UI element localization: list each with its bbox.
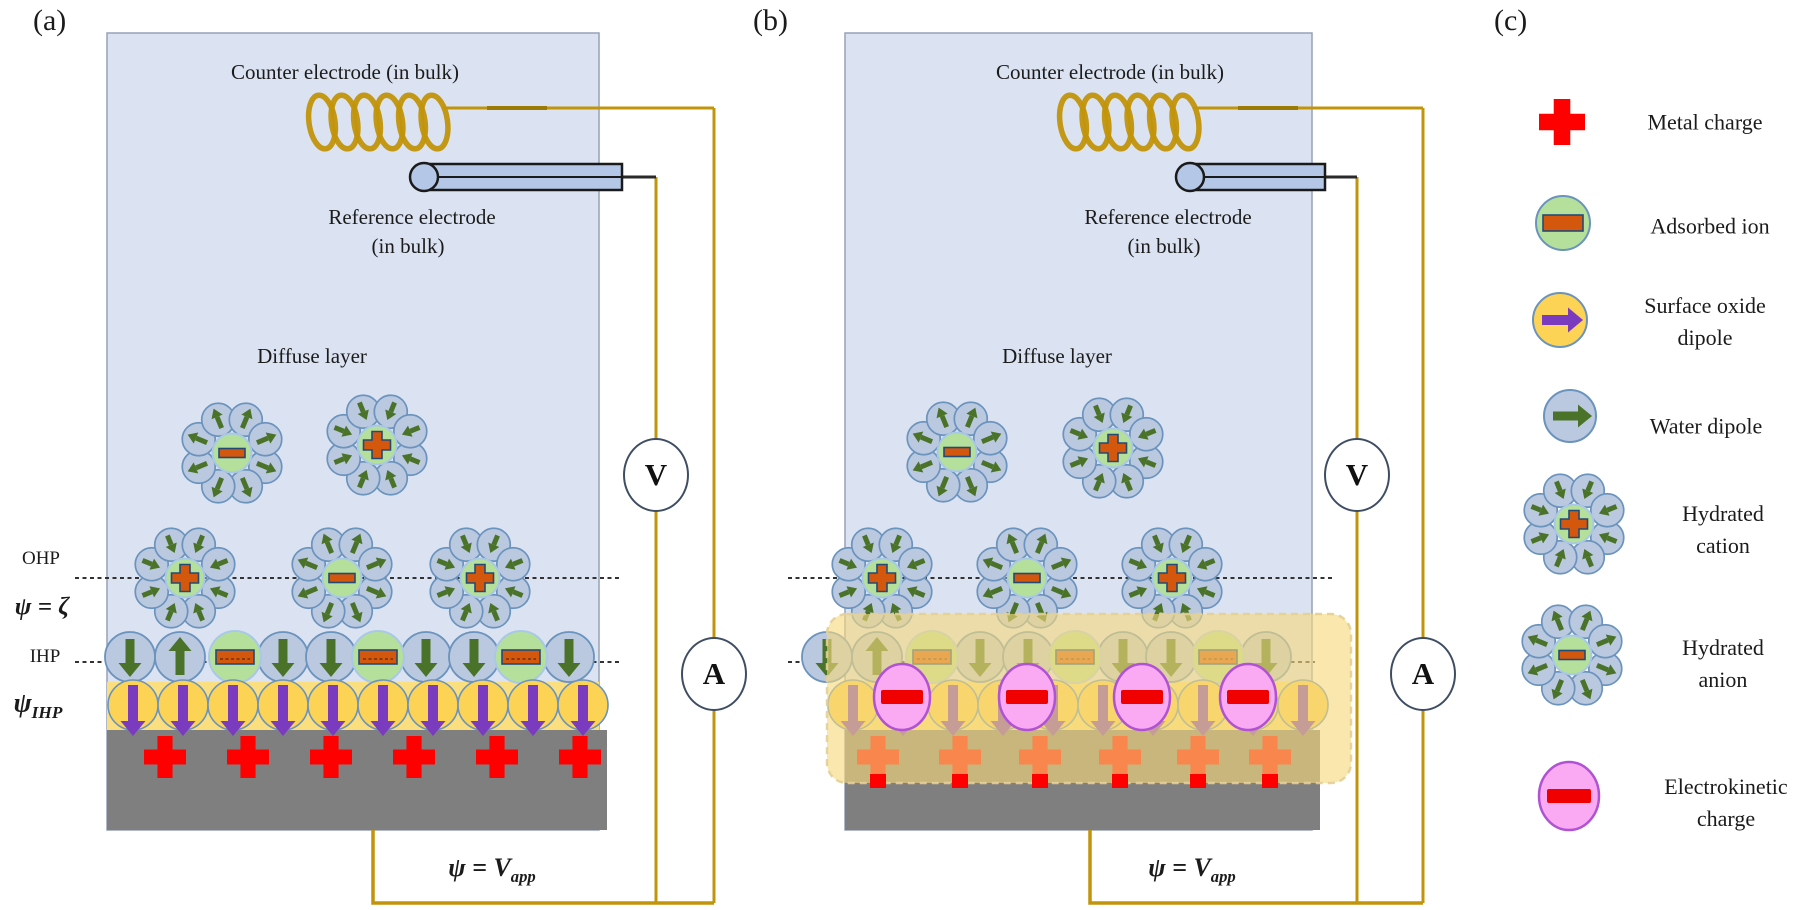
reference-electrode-label-b: Reference electrode (1084, 204, 1252, 229)
surface-oxide-dipole-molecule (507, 679, 559, 736)
psi-ihp-label: ψIHP (14, 687, 63, 724)
vapp-main: ψ = V (448, 853, 511, 883)
metal-electrode (107, 730, 607, 830)
counter-electrode-label-a: Counter electrode (in bulk) (230, 59, 460, 84)
ammeter-b: A (1390, 637, 1456, 711)
surface-oxide-dipole-molecule (557, 679, 609, 736)
ammeter-letter: A (702, 656, 726, 691)
water-dipole-molecule (154, 631, 206, 683)
water-dipole-molecule (543, 631, 595, 683)
hydrated-cation-icon (1121, 527, 1223, 629)
vapp-subscript: app (1210, 867, 1236, 887)
legend-electrokinetic-charge-icon (1537, 760, 1601, 832)
psi-subscript: IHP (31, 702, 63, 722)
legend-label-adsorbed-ion: Adsorbed ion (1650, 213, 1770, 239)
counter-electrode-coil (305, 92, 451, 152)
diffuse-layer-label-b: Diffuse layer (1002, 343, 1112, 368)
ammeter-a: A (681, 637, 747, 711)
water-dipole-molecule (448, 631, 500, 683)
slipping-plane-overlay (825, 612, 1353, 785)
psi-symbol: ψ (13, 687, 32, 718)
hydrated-anion-icon (976, 527, 1078, 629)
water-dipole-molecule (104, 631, 156, 683)
legend-label-surface-oxide-dipole: Surface oxide dipole (1644, 293, 1766, 350)
surface-oxide-dipole-molecule (357, 679, 409, 736)
panel-a-diagram (75, 32, 716, 905)
panel-c-label: (c) (1494, 4, 1528, 37)
hydrated-cation-icon (429, 527, 531, 629)
vapp-main: ψ = V (1148, 853, 1211, 883)
voltmeter-a: V (623, 438, 689, 512)
reference-electrode (408, 161, 656, 193)
counter-electrode-coil (1056, 92, 1202, 152)
hydrated-cation-icon (134, 527, 236, 629)
hydrated-cation-icon (1062, 397, 1164, 499)
hydrated-anion-icon (181, 402, 283, 504)
metal-charge-icon (227, 736, 269, 778)
legend-adsorbed-ion-icon (1535, 195, 1591, 251)
ihp-label: IHP (29, 646, 61, 668)
voltmeter-letter: V (644, 457, 668, 492)
hydrated-cation-icon (326, 394, 428, 496)
circuit-wires (371, 106, 716, 905)
water-dipole-molecule (305, 631, 357, 683)
water-dipole-molecule (257, 631, 309, 683)
surface-oxide-dipole-molecule (307, 679, 359, 736)
reference-electrode (1174, 161, 1357, 193)
legend-label-metal-charge: Metal charge (1647, 109, 1763, 135)
legend-water-dipole-icon (1543, 389, 1597, 443)
surface-oxide-dipole-molecule (257, 679, 309, 736)
surface-oxide-dipole-molecule (407, 679, 459, 736)
adsorbed-ion-icon (351, 630, 405, 684)
water-dipole-molecule (400, 631, 452, 683)
metal-charge-icon (559, 736, 601, 778)
reference-electrode-label-a: Reference electrode (328, 204, 496, 229)
metal-charge-icon (476, 736, 518, 778)
legend-label-hydrated-cation: Hydrated cation (1682, 501, 1764, 558)
counter-electrode-label-b: Counter electrode (in bulk) (995, 59, 1225, 84)
metal-charge-icon (144, 736, 186, 778)
metal-charge-icon (393, 736, 435, 778)
electrokinetic-charges (872, 662, 1278, 732)
diffuse-layer-label-a: Diffuse layer (257, 343, 367, 368)
legend-label-hydrated-anion: Hydrated anion (1682, 635, 1764, 692)
hydrated-anion-icon (291, 527, 393, 629)
metal-charge-icon (310, 736, 352, 778)
legend-label-electrokinetic-charge: Electrokinetic charge (1664, 774, 1788, 831)
voltmeter-b: V (1324, 438, 1390, 512)
voltmeter-letter: V (1345, 457, 1369, 492)
legend-icons (1521, 99, 1625, 832)
hydrated-anion-icon (906, 401, 1008, 503)
diffuse-layer-ions (134, 394, 531, 629)
panel-a-label: (a) (33, 4, 67, 37)
applied-potential-b: ψ = Vapp (1148, 852, 1235, 888)
metal-charge-icon (1539, 99, 1585, 145)
vapp-subscript: app (510, 867, 536, 887)
legend-label-water-dipole: Water dipole (1649, 413, 1763, 439)
surface-oxide-dipole-molecule (457, 679, 509, 736)
hydrated-cation-icon (1523, 473, 1625, 575)
reference-electrode-label2-b: (in bulk) (1127, 233, 1201, 258)
applied-potential-a: ψ = Vapp (448, 852, 535, 888)
diffuse-layer-ions (831, 397, 1223, 629)
adsorbed-ion-icon (494, 630, 548, 684)
helmholtz-layers (104, 630, 609, 778)
surface-oxide-dipole-molecule (157, 679, 209, 736)
ohp-label: OHP (21, 548, 61, 570)
panel-b-label: (b) (753, 4, 788, 37)
legend-surface-oxide-dipole-icon (1532, 292, 1588, 348)
hydrated-anion-icon (1521, 604, 1623, 706)
surface-oxide-dipole-molecule (107, 679, 159, 736)
adsorbed-ion-icon (208, 630, 262, 684)
reference-electrode-label2-a: (in bulk) (371, 233, 445, 258)
circuit-wires (1088, 106, 1425, 905)
zeta-potential-equation: ψ = ζ (14, 593, 70, 621)
panel-b-diagram (788, 32, 1425, 905)
ammeter-letter: A (1411, 656, 1435, 691)
